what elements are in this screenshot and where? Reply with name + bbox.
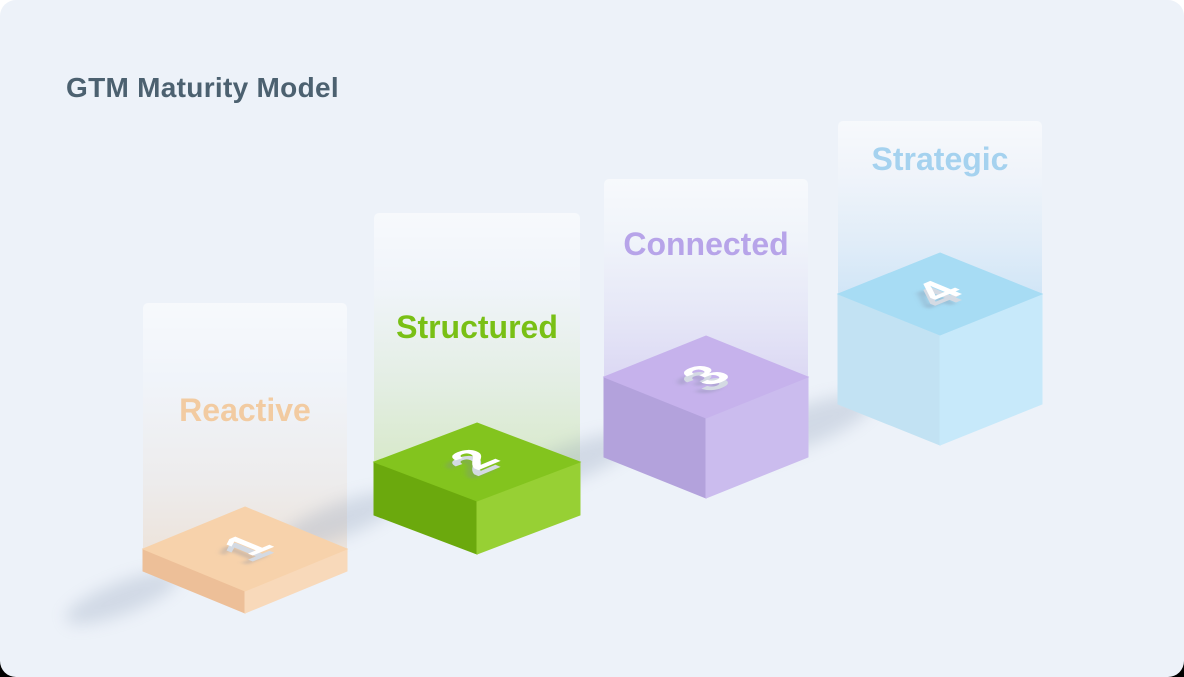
stage-label-strategic: Strategic <box>871 141 1009 177</box>
cube-3-top-face <box>602 335 810 419</box>
stage-label-reactive: Reactive <box>179 392 311 428</box>
stage-label-connected: Connected <box>623 226 789 262</box>
cube-1-cast-shadow <box>65 571 179 625</box>
cube-3: 3 3 3 <box>602 335 810 499</box>
cube-1: 1 1 1 <box>141 506 349 614</box>
cube-2-top-face <box>372 422 582 502</box>
cube-1-top-face <box>141 506 349 592</box>
cube-4: 4 4 4 <box>836 252 1044 446</box>
cube-4-top-face <box>836 252 1044 336</box>
cube-2: 2 2 2 <box>372 422 582 555</box>
page-title: GTM Maturity Model <box>66 72 339 103</box>
stage-label-structured: Structured <box>396 309 558 345</box>
